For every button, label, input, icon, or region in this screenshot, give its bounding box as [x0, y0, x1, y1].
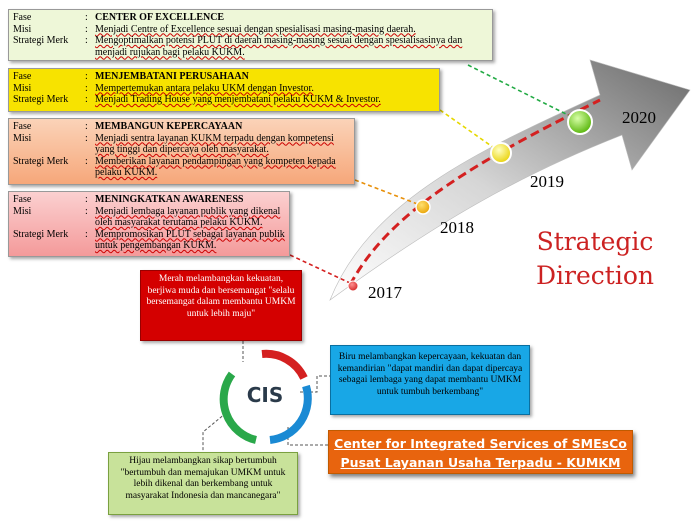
phase-box-center-of-excellence: Fase:CENTER OF EXCELLENCE Misi:Menjadi C…	[8, 9, 493, 61]
milestone-dot-2017	[347, 280, 359, 292]
year-label-2019: 2019	[530, 172, 564, 191]
strategic-direction-title: Strategic Direction	[515, 225, 675, 293]
connector-2018	[354, 179, 421, 206]
strategi-label: Strategi Merk	[13, 94, 69, 105]
phase-strategi: Mempromosikan PLUT sebagai layanan publi…	[95, 228, 285, 252]
connector-2020	[467, 64, 575, 119]
fase-label: Fase	[13, 194, 32, 205]
phase-title: MENINGKATKAN AWARENESS	[95, 194, 244, 205]
connector-blue-note	[300, 375, 330, 393]
strategi-label: Strategi Merk	[13, 35, 69, 46]
phase-title: MENJEMBATANI PERUSAHAAN	[95, 71, 249, 82]
cis-logo-text: CIS	[246, 383, 284, 407]
phase-strategi: Memberikan layanan pendampingan yang kom…	[95, 155, 336, 179]
year-label-2018: 2018	[440, 218, 474, 237]
phase-box-meningkatkan-awareness: Fase:MENINGKATKAN AWARENESS Misi:Menjadi…	[8, 191, 290, 257]
strategi-label: Strategi Merk	[13, 228, 69, 240]
milestone-dot-2018	[415, 199, 431, 215]
phase-box-membangun-kepercayaan: Fase:MEMBANGUN KEPERCAYAAN Misi:Menjadi …	[8, 118, 355, 185]
red-meaning-note: Merah melambangkan kekuatan, berjiwa mud…	[140, 270, 302, 341]
phase-title: CENTER OF EXCELLENCE	[95, 12, 225, 23]
phase-strategi: Menjadi Trading House yang menjembatani …	[95, 94, 381, 105]
phase-misi: Menjadi lembaga layanan publik yang dike…	[95, 205, 281, 229]
phase-strategi: Mengoptimalkan potensi PLUT di daerah ma…	[95, 35, 463, 58]
cis-name-box: Center for Integrated Services of SMEsCo…	[328, 430, 633, 474]
misi-label: Misi	[13, 82, 32, 94]
phase-title: MEMBANGUN KEPERCAYAAN	[95, 121, 243, 132]
misi-label: Misi	[13, 23, 32, 35]
growth-arrow	[329, 59, 691, 301]
title-line-2: Direction	[536, 261, 654, 290]
phase-box-menjembatani-perusahaan: Fase:MENJEMBATANI PERUSAHAAN Misi:Memper…	[8, 68, 440, 112]
title-line-1: Strategic	[536, 227, 654, 256]
arrow-dashed-line	[348, 98, 601, 286]
cis-name-english: Center for Integrated Services of SMEsCo	[334, 436, 627, 451]
blue-meaning-note: Biru melambangkan kepercayaan, kekuatan …	[330, 345, 530, 415]
misi-label: Misi	[13, 132, 32, 144]
fase-label: Fase	[13, 71, 32, 82]
phase-misi: Mempertemukan antara pelaku UKM dengan I…	[95, 82, 314, 94]
year-label-2020: 2020	[622, 108, 656, 127]
phase-misi: Menjadi Centre of Excellence sesuai deng…	[95, 23, 416, 35]
connector-green-note	[202, 412, 227, 452]
misi-label: Misi	[13, 205, 32, 217]
milestone-dot-2019	[490, 142, 512, 164]
phase-misi: Menjadi sentra layanan KUKM terpadu deng…	[95, 132, 334, 156]
green-meaning-note: Hijau melambangkan sikap bertumbuh "bert…	[108, 452, 298, 515]
connector-2019	[439, 109, 498, 151]
cis-logo	[219, 349, 312, 444]
cis-name-indonesian: Pusat Layanan Usaha Terpadu - KUMKM	[340, 455, 621, 470]
milestone-dot-2020	[567, 109, 593, 135]
fase-label: Fase	[13, 121, 32, 132]
year-label-2017: 2017	[368, 283, 402, 302]
fase-label: Fase	[13, 12, 32, 23]
strategi-label: Strategi Merk	[13, 155, 69, 167]
